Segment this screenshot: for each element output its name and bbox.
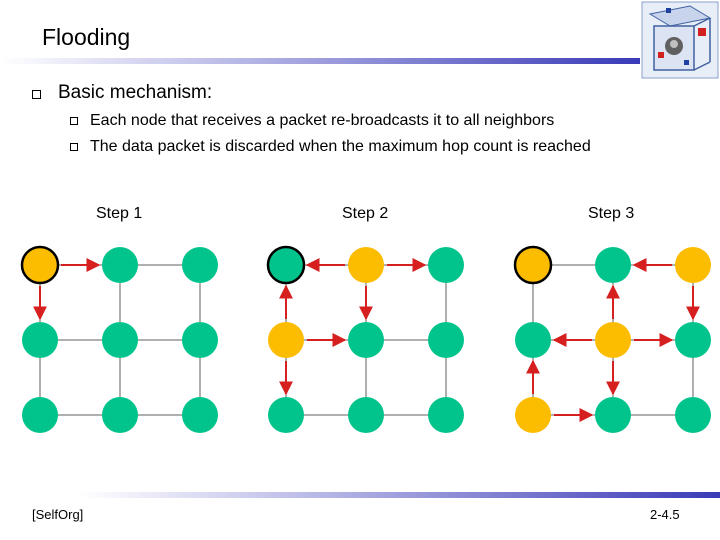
active-node xyxy=(675,247,711,283)
network-node xyxy=(102,397,138,433)
active-node xyxy=(595,322,631,358)
active-node xyxy=(268,322,304,358)
slide-number: 2-4.5 xyxy=(650,507,680,522)
network-node xyxy=(428,247,464,283)
network-node xyxy=(675,322,711,358)
network-node xyxy=(348,397,384,433)
bullet-basic-mechanism: Basic mechanism: xyxy=(58,82,213,103)
subbullet-rebroadcast: Each node that receives a packet re-broa… xyxy=(90,112,555,129)
subbullet-checkbox-icon xyxy=(70,117,78,125)
network-node xyxy=(428,322,464,358)
source-node xyxy=(513,245,553,285)
source-node xyxy=(20,245,60,285)
step-2-label: Step 2 xyxy=(342,205,389,222)
footer-rule xyxy=(80,492,720,498)
network-node xyxy=(268,397,304,433)
subbullet-checkbox-icon xyxy=(70,143,78,151)
institution-logo-icon xyxy=(641,1,719,79)
subbullet-discard: The data packet is discarded when the ma… xyxy=(90,138,591,155)
network-node xyxy=(595,397,631,433)
network-node xyxy=(515,322,551,358)
step-1-label: Step 1 xyxy=(96,205,143,222)
network-node xyxy=(182,322,218,358)
network-node xyxy=(348,322,384,358)
network-node xyxy=(182,247,218,283)
network-node xyxy=(595,247,631,283)
active-node xyxy=(515,397,551,433)
network-node xyxy=(22,322,58,358)
network-node xyxy=(102,322,138,358)
network-node xyxy=(675,397,711,433)
step-3-label: Step 3 xyxy=(588,205,635,222)
source-node xyxy=(266,245,306,285)
network-node xyxy=(22,397,58,433)
network-node xyxy=(428,397,464,433)
footer-source: [SelfOrg] xyxy=(32,507,84,522)
network-node xyxy=(182,397,218,433)
slide-title: Flooding xyxy=(42,24,131,50)
title-underline xyxy=(0,58,640,64)
bullet-checkbox-icon xyxy=(32,90,41,99)
network-node xyxy=(102,247,138,283)
active-node xyxy=(348,247,384,283)
